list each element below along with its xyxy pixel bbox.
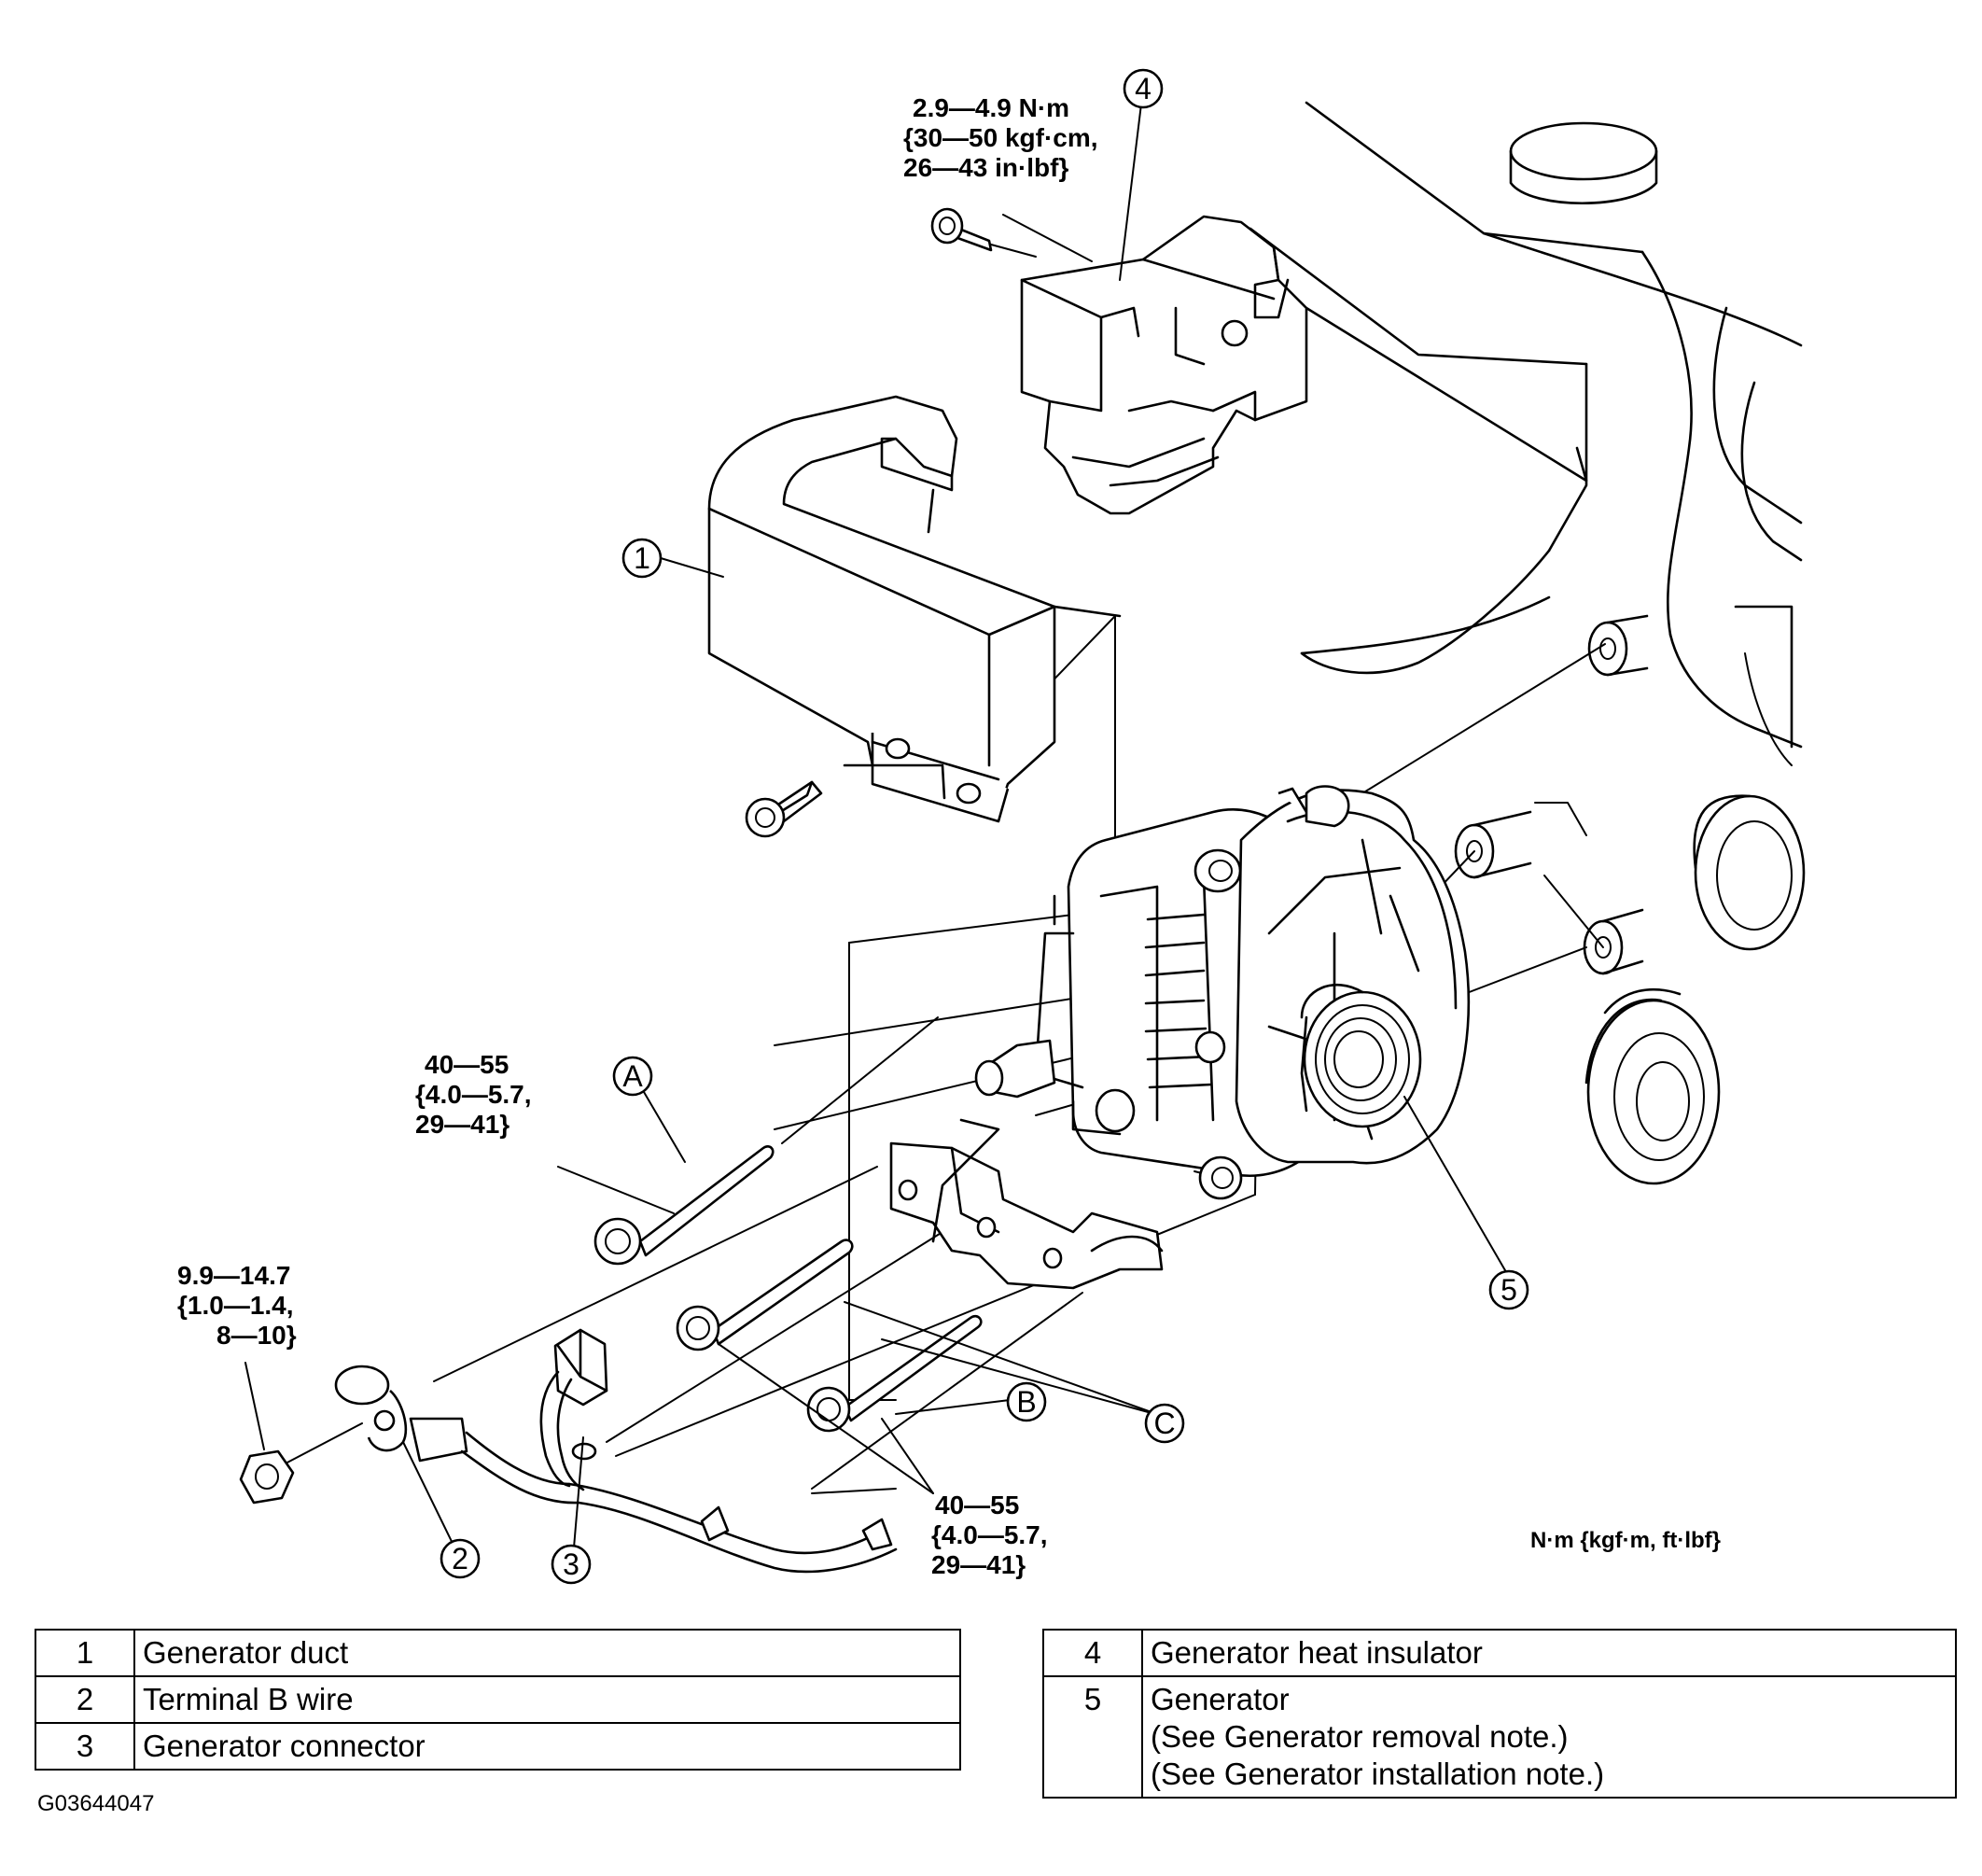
legend-row: 3 Generator connector xyxy=(35,1722,961,1771)
callout-4: 4 xyxy=(1123,68,1164,109)
legend-part-cell: Generator (See Generator removal note.) … xyxy=(1141,1675,1957,1799)
legend-note-installation: (See Generator installation note.) xyxy=(1151,1757,1605,1791)
torque-terminal-line-3: 8—10} xyxy=(216,1321,297,1350)
torque-insulator-line-1: 2.9—4.9 N·m xyxy=(913,93,1069,122)
callout-5-label: 5 xyxy=(1500,1273,1517,1307)
callout-3-label: 3 xyxy=(563,1547,579,1581)
terminal-nut xyxy=(239,1449,295,1505)
terminal-b-wire xyxy=(263,1365,898,1574)
legend-table-right: 4 Generator heat insulator 5 Generator (… xyxy=(1042,1629,1957,1799)
callout-c: C xyxy=(1144,1403,1185,1444)
callout-2: 2 xyxy=(440,1538,481,1579)
callout-3: 3 xyxy=(551,1544,592,1585)
legend-part: Generator xyxy=(1151,1682,1290,1716)
legend-part: Generator connector xyxy=(133,1722,961,1771)
callout-b-label: B xyxy=(1016,1385,1036,1419)
bolt-b xyxy=(806,1314,983,1433)
torque-terminal-line-2: {1.0—1.4, xyxy=(177,1291,294,1320)
duct-bolt xyxy=(745,780,823,838)
legend-row: 2 Terminal B wire xyxy=(35,1675,961,1724)
legend-row: 1 Generator duct xyxy=(35,1629,961,1677)
torque-terminal-line-1: 9.9—14.7 xyxy=(177,1261,290,1290)
spacer-bushings xyxy=(1454,614,1649,975)
legend-row: 4 Generator heat insulator xyxy=(1042,1629,1957,1677)
bolt-c xyxy=(676,1239,854,1351)
legend-number: 4 xyxy=(1042,1629,1143,1677)
legend-note-removal: (See Generator removal note.) xyxy=(1151,1719,1569,1754)
generator-connector xyxy=(539,1328,608,1491)
torque-bolt-b-line-1: 40—55 xyxy=(935,1491,1019,1519)
engine-block xyxy=(1249,101,1806,1185)
insulator-bolt xyxy=(930,207,1093,262)
legend-number: 2 xyxy=(35,1675,135,1724)
callout-b: B xyxy=(1006,1381,1047,1422)
legend-part: Terminal B wire xyxy=(133,1675,961,1724)
torque-bolt-a: 40—55 {4.0—5.7, 29—41} xyxy=(415,1050,532,1139)
generator-heat-insulator xyxy=(1020,215,1308,515)
torque-bolt-a-line-1: 40—55 xyxy=(425,1050,509,1079)
legend-number: 1 xyxy=(35,1629,135,1677)
legend-table-left: 1 Generator duct 2 Terminal B wire 3 Gen… xyxy=(35,1629,961,1771)
callout-4-label: 4 xyxy=(1135,72,1152,105)
legend-part: Generator heat insulator xyxy=(1141,1629,1957,1677)
torque-insulator-bolt: 2.9—4.9 N·m {30—50 kgf·cm, 26—43 in·lbf} xyxy=(903,93,1098,182)
generator xyxy=(974,785,1471,1200)
legend-row: 5 Generator (See Generator removal note.… xyxy=(1042,1675,1957,1799)
unit-note: N·m {kgf·m, ft·lbf} xyxy=(1530,1528,1721,1553)
callout-a: A xyxy=(612,1056,653,1097)
bolt-a xyxy=(593,1016,939,1266)
leader-lines xyxy=(244,88,1510,1560)
callout-a-label: A xyxy=(622,1059,643,1093)
legend-number: 5 xyxy=(1042,1675,1143,1799)
torque-terminal-nut: 9.9—14.7 {1.0—1.4, 8—10} xyxy=(177,1261,297,1350)
torque-bolt-b-line-2: {4.0—5.7, xyxy=(931,1520,1048,1549)
generator-duct xyxy=(707,395,1122,823)
callout-2-label: 2 xyxy=(452,1542,468,1575)
legend-number: 3 xyxy=(35,1722,135,1771)
image-code: G03644047 xyxy=(37,1791,155,1816)
torque-bolt-b-line-3: 29—41} xyxy=(931,1550,1026,1579)
torque-bolt-b: 40—55 {4.0—5.7, 29—41} xyxy=(931,1491,1048,1579)
torque-bolt-a-line-2: {4.0—5.7, xyxy=(415,1080,532,1109)
legend-part: Generator duct xyxy=(133,1629,961,1677)
torque-insulator-line-2: {30—50 kgf·cm, xyxy=(903,123,1098,152)
callout-1: 1 xyxy=(621,538,663,579)
callout-c-label: C xyxy=(1153,1407,1175,1440)
callout-5: 5 xyxy=(1488,1269,1529,1310)
torque-insulator-line-3: 26—43 in·lbf} xyxy=(903,153,1068,182)
callout-1-label: 1 xyxy=(634,541,650,575)
mounting-bracket xyxy=(889,1118,1164,1290)
torque-bolt-a-line-3: 29—41} xyxy=(415,1110,509,1139)
